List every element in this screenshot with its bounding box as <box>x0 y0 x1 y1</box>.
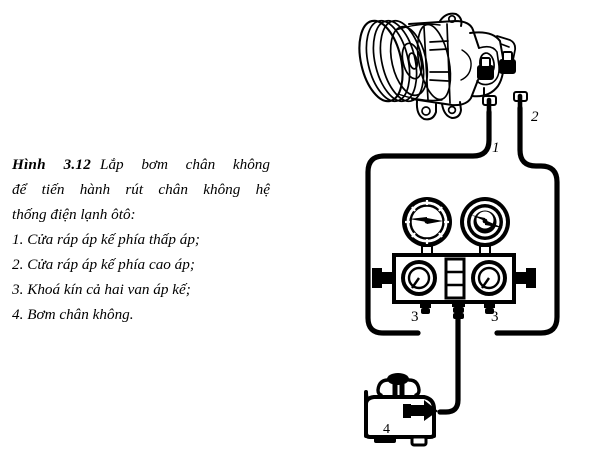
legend-item-4: 4. Bơm chân không. <box>12 306 134 323</box>
callout-label-2: 2 <box>531 109 539 125</box>
compressor-hose-stubs <box>486 93 523 119</box>
figure-caption: Hình 3.12 Lắp bơm chân không để tiến hành… <box>12 152 270 327</box>
legend-item-3: 3. Khoá kín cả hai van áp kế; <box>12 281 191 298</box>
high-pressure-gauge <box>460 197 510 254</box>
caption-line-3: thống điện lạnh ôtô: <box>12 206 136 223</box>
vacuum-pump <box>364 373 438 447</box>
compressor-body <box>408 12 480 121</box>
caption-line-2: để tiến hành rút chân không hệ <box>12 181 270 198</box>
manifold-gauge-set <box>372 197 536 319</box>
compressor-detail-lines <box>395 23 472 102</box>
low-pressure-gauge <box>402 197 452 254</box>
callout-label-1: 1 <box>492 140 500 156</box>
hose-low-side <box>365 109 492 336</box>
compressor <box>358 12 528 121</box>
hose-center-to-pump <box>437 315 461 415</box>
legend-item-2: 2. Cửa ráp áp kế phía cao áp; <box>12 256 195 273</box>
compressor-service-valves <box>477 51 528 106</box>
manifold-body <box>372 253 536 304</box>
compressor-pulley <box>358 19 429 103</box>
caption-legend-list: 1. Cửa ráp áp kế phía thấp áp; 2. Cửa rá… <box>12 227 270 327</box>
callout-label-3-high: 3 <box>491 309 499 325</box>
callout-label-4: 4 <box>383 422 390 437</box>
hose-high-side <box>494 105 560 336</box>
manifold-outlets <box>420 300 495 319</box>
caption-text-1: Lắp bơm chân không <box>100 156 270 173</box>
hose-lines <box>365 105 560 415</box>
caption-line-1: Hình 3.12 Lắp bơm chân không <box>12 152 270 177</box>
figure-number: Hình 3.12 <box>12 156 91 173</box>
callout-label-3-low: 3 <box>411 309 419 325</box>
legend-item-1: 1. Cửa ráp áp kế phía thấp áp; <box>12 231 200 248</box>
